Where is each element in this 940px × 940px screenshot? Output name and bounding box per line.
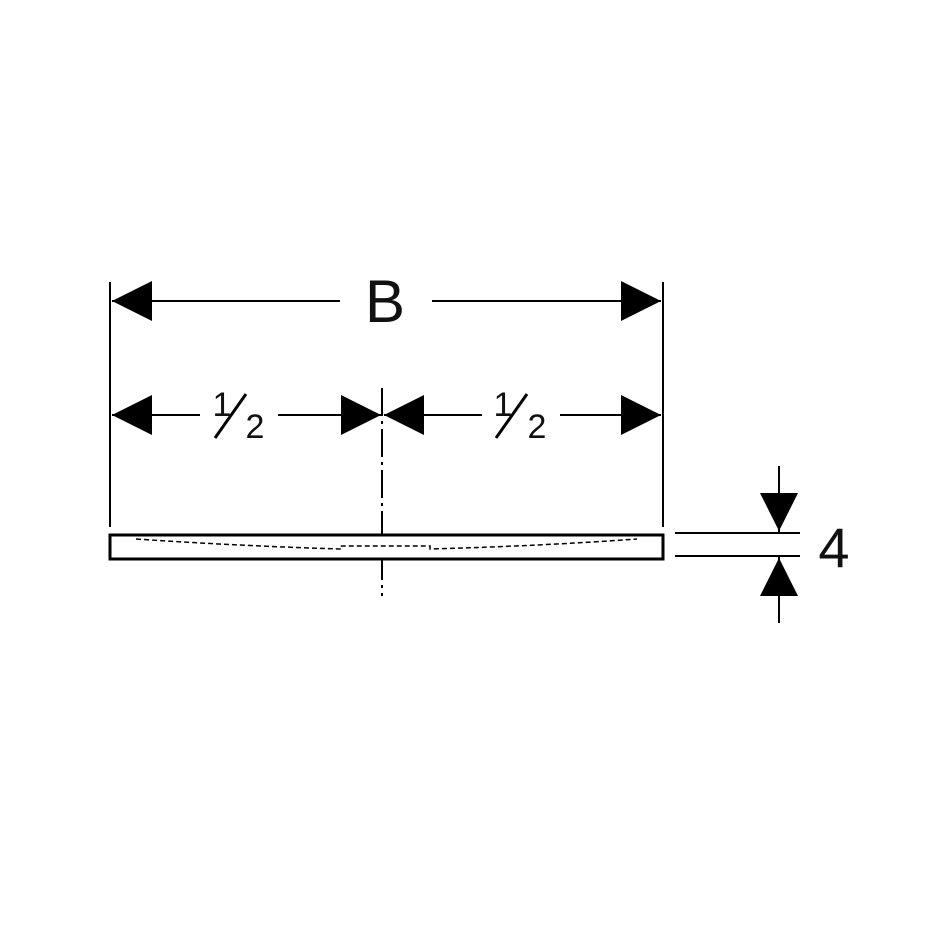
- plate-cross-section: [108, 533, 665, 561]
- half-right-denominator: 2: [528, 408, 547, 446]
- half-fraction-left: 1 2: [213, 386, 265, 446]
- dimension-thickness-label: 4: [818, 516, 849, 579]
- half-right-numerator: 1: [494, 386, 513, 424]
- dimension-half-right: 1 2: [384, 386, 661, 446]
- dimension-half-left: 1 2: [112, 386, 381, 446]
- dimension-thickness: 4: [675, 466, 850, 623]
- half-fraction-right: 1 2: [494, 386, 547, 446]
- half-left-numerator: 1: [213, 386, 232, 424]
- slope-hidden-line: [135, 538, 638, 550]
- dimension-width-label: B: [365, 268, 405, 335]
- half-left-denominator: 2: [246, 408, 265, 446]
- dimension-width: B: [112, 268, 661, 335]
